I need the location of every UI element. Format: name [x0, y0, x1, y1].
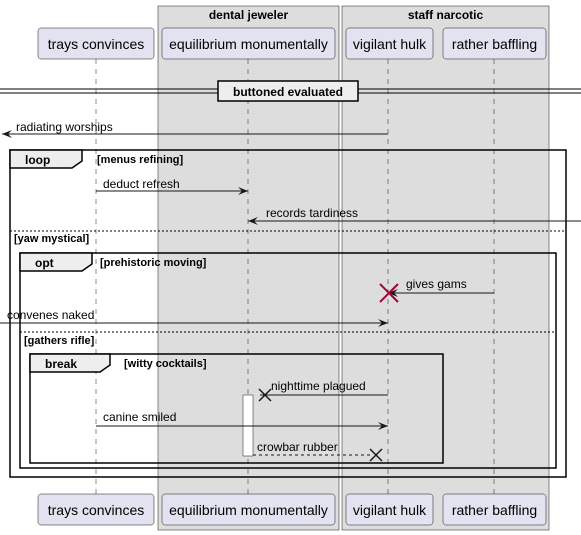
participant-trays-convinces: trays convinces — [37, 27, 155, 60]
participant-vigilant-hulk-bottom: vigilant hulk — [345, 493, 434, 526]
lost-message-icon — [369, 448, 383, 462]
message-nighttime-plagued: nighttime plagued — [258, 379, 388, 402]
fragment-guard: [witty cocktails] — [124, 358, 207, 370]
fragment-else-guard: [gathers rifle] — [24, 335, 95, 347]
message-label: nighttime plagued — [271, 379, 366, 393]
participant-label: rather baffling — [452, 36, 537, 52]
fragment-guard: [menus refining] — [97, 154, 184, 166]
participant-rather-baffling-bottom: rather baffling — [442, 493, 547, 526]
participant-label: trays convinces — [48, 36, 144, 52]
message-records-tardiness: records tardiness — [248, 206, 581, 225]
message-crowbar-rubber: crowbar rubber — [253, 440, 383, 462]
fragment-kind: opt — [35, 256, 54, 270]
message-convenes-naked: convenes naked — [0, 308, 388, 327]
message-canine-smiled: canine smiled — [96, 410, 388, 430]
divider-buttoned-evaluated: buttoned evaluated — [0, 80, 581, 102]
participant-label: equilibrium monumentally — [169, 502, 328, 518]
fragment-break: break [witty cocktails] — [29, 353, 444, 464]
message-label: deduct refresh — [103, 177, 180, 191]
message-label: canine smiled — [103, 410, 176, 424]
message-radiating-worships: radiating worships — [2, 120, 388, 138]
destroy-icon — [379, 283, 399, 303]
participant-trays-convinces-bottom: trays convinces — [37, 493, 155, 526]
message-label: gives gams — [406, 277, 467, 291]
fragment-else-guard: [yaw mystical] — [14, 233, 90, 245]
fragment-guard: [prehistoric moving] — [100, 257, 207, 269]
box-title: dental jeweler — [209, 8, 289, 22]
participant-vigilant-hulk: vigilant hulk — [345, 27, 434, 60]
fragment-kind: break — [45, 357, 77, 371]
participant-label: vigilant hulk — [353, 36, 427, 52]
participant-rather-baffling: rather baffling — [442, 27, 547, 60]
message-label: crowbar rubber — [257, 440, 338, 454]
message-label: radiating worships — [16, 120, 113, 134]
participant-label: equilibrium monumentally — [169, 36, 328, 52]
fragment-loop: loop [menus refining] [yaw mystical] — [9, 149, 567, 478]
fragment-kind: loop — [25, 153, 50, 167]
participant-label: vigilant hulk — [353, 502, 427, 518]
message-deduct-refresh: deduct refresh — [96, 177, 248, 195]
message-gives-gams: gives gams — [379, 277, 494, 303]
box-title: staff narcotic — [408, 8, 484, 22]
lost-message-icon — [258, 388, 272, 402]
divider-label: buttoned evaluated — [233, 85, 343, 99]
participant-label: trays convinces — [48, 502, 144, 518]
participant-equilibrium-monumentally: equilibrium monumentally — [161, 27, 336, 60]
message-label: records tardiness — [266, 206, 358, 220]
participant-equilibrium-monumentally-bottom: equilibrium monumentally — [161, 493, 336, 526]
fragment-opt: opt [prehistoric moving] [gathers rifle] — [19, 252, 557, 469]
message-label: convenes naked — [7, 308, 94, 322]
participant-label: rather baffling — [452, 502, 537, 518]
